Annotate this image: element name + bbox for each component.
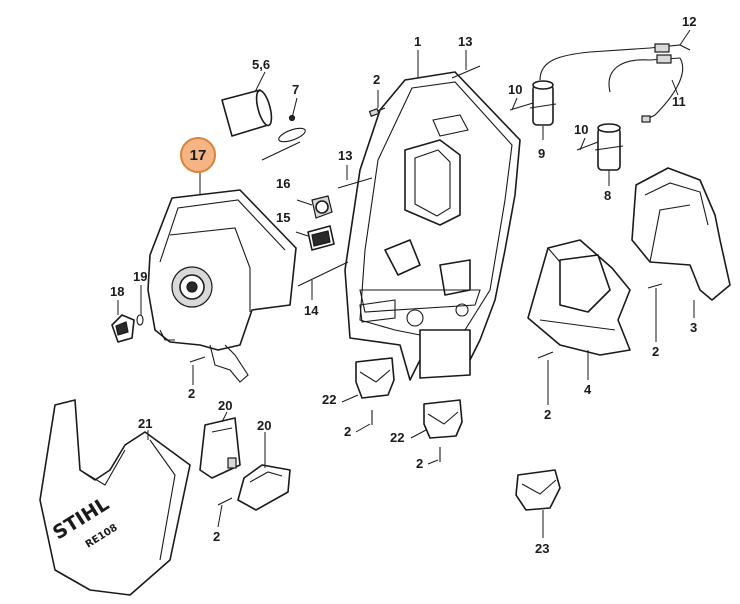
callout-2-top: 2: [373, 72, 380, 87]
callout-5-6: 5,6: [252, 57, 270, 72]
highlight-label[interactable]: 17: [190, 147, 207, 164]
callout-22-b: 22: [390, 430, 404, 445]
callout-2-right: 2: [652, 344, 659, 359]
part-18-knob-cap: [111, 314, 135, 343]
callout-2-mid2: 2: [416, 456, 423, 471]
part-10-clip-a: [509, 102, 534, 111]
callout-10-b: 10: [574, 122, 588, 137]
callout-20-b: 20: [257, 418, 271, 433]
callout-13-top: 13: [458, 34, 472, 49]
callout-4: 4: [584, 382, 592, 397]
callout-12: 12: [682, 14, 696, 29]
callout-16: 16: [276, 176, 290, 191]
part-17-front-cover: [147, 189, 297, 383]
callout-15: 15: [276, 210, 290, 225]
callout-1: 1: [414, 34, 421, 49]
callout-3: 3: [690, 320, 697, 335]
callout-2-left: 2: [188, 386, 195, 401]
part-4-mount: [527, 239, 631, 356]
part-14-rod: [297, 261, 349, 287]
part-3-bracket: [631, 167, 731, 301]
highlight-badge[interactable]: [180, 137, 216, 173]
part-12-wiring-harness: [539, 43, 691, 123]
callout-9: 9: [538, 146, 545, 161]
part-2-screw-left: [189, 356, 206, 363]
callout-23: 23: [535, 541, 549, 556]
callout-22-a: 22: [322, 392, 336, 407]
callout-2-mid: 2: [344, 424, 351, 439]
part-1-main-housing: [344, 71, 521, 381]
callout-labels: 2 1 13 12 5,6 7 10 9 11 10 8 13 16 15 14…: [110, 14, 697, 556]
part-8-capacitor: [594, 123, 624, 171]
part-5-6-capacitor: [221, 89, 273, 137]
callout-8: 8: [604, 188, 611, 203]
part-2-screw-top: [368, 107, 386, 117]
callout-21: 21: [138, 416, 152, 431]
highlight-callout-17[interactable]: 17: [180, 137, 216, 173]
part-22-cup-b: [423, 399, 463, 439]
part-9-capacitor: [529, 80, 557, 126]
callout-13-mid: 13: [338, 148, 352, 163]
part-21-bottom-cover: STIHL RE108: [39, 399, 191, 596]
part-23-cup: [515, 469, 561, 511]
part-13-screw-top: [451, 65, 481, 79]
part-2-screw-right: [647, 283, 663, 289]
callout-2-bottom: 2: [213, 529, 220, 544]
callout-18: 18: [110, 284, 124, 299]
callout-10-a: 10: [508, 82, 522, 97]
part-20-bracket-a: [199, 417, 241, 479]
callout-7: 7: [292, 82, 299, 97]
part-16-knob: [311, 195, 333, 219]
leader-lines: [117, 29, 695, 538]
part-20-bracket-b: [237, 464, 291, 511]
part-19-o-ring: [136, 314, 144, 326]
part-15-switch: [307, 225, 335, 251]
callout-11: 11: [672, 94, 686, 109]
part-22-cup-a: [355, 357, 395, 399]
part-2-screw-bottom: [217, 497, 233, 506]
part-2-screw-right-low: [537, 351, 554, 359]
callout-20-a: 20: [218, 398, 232, 413]
callout-14: 14: [304, 303, 319, 318]
callout-2-right-low: 2: [544, 407, 551, 422]
callout-19: 19: [133, 269, 147, 284]
part-13-screw-mid: [337, 177, 373, 189]
